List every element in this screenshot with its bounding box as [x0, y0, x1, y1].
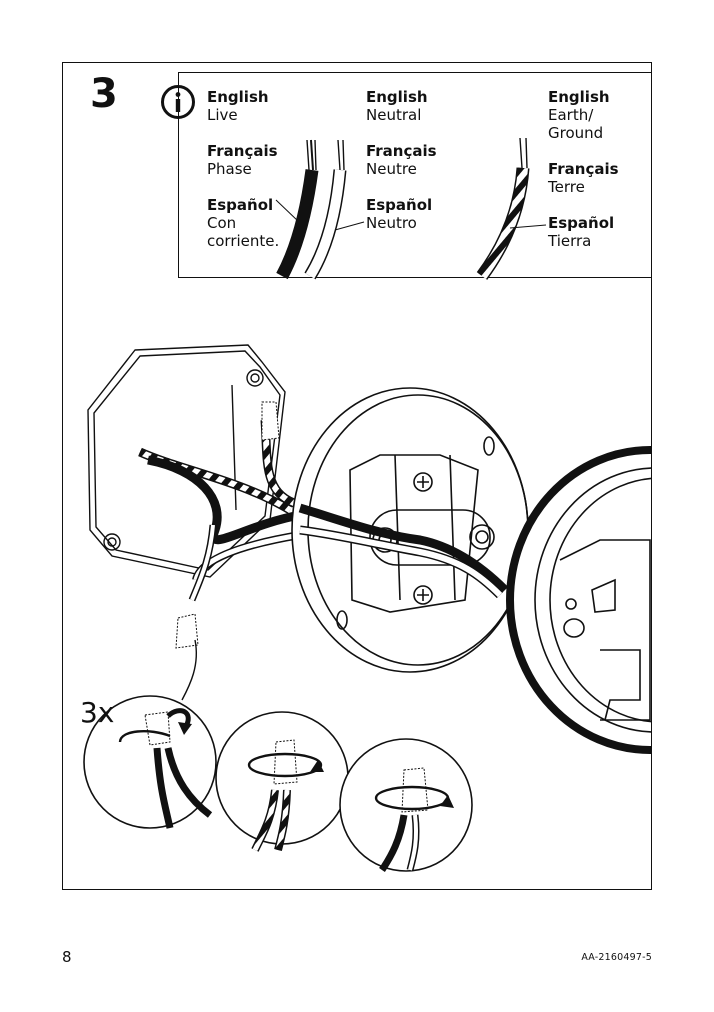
- ground-fr-term: Terre: [548, 178, 585, 196]
- neutral-es-lang: Español: [366, 196, 433, 214]
- live-en-term: Live: [207, 106, 238, 124]
- neutral-fr-lang: Français: [366, 142, 437, 160]
- ground-en-lang: English: [548, 88, 610, 106]
- document-id: AA-2160497-5: [581, 952, 652, 963]
- wire-color-legend: [178, 72, 652, 278]
- wire-nut-icon: [144, 711, 171, 746]
- legend-ground: English Earth/ Ground Français Terre Esp…: [548, 88, 619, 268]
- live-es-lang: Español: [207, 196, 274, 214]
- neutral-en-term: Neutral: [366, 106, 422, 124]
- ground-es-term: Tierra: [548, 232, 592, 250]
- live-es-term-1: Con: [207, 214, 237, 232]
- ground-es-lang: Español: [548, 214, 615, 232]
- neutral-fr-term: Neutre: [366, 160, 417, 178]
- ground-fr-lang: Français: [548, 160, 619, 178]
- detail-circle-2: [215, 711, 349, 852]
- legend-neutral: English Neutral Français Neutre Español …: [366, 88, 437, 250]
- quantity-label: 3x: [80, 696, 115, 729]
- ground-en-term-2: Ground: [548, 124, 604, 142]
- live-fr-term: Phase: [207, 160, 252, 178]
- neutral-es-term: Neutro: [366, 214, 417, 232]
- page-number: 8: [62, 948, 72, 966]
- detail-circle-1: [83, 695, 217, 829]
- live-es-term-2: corriente.: [207, 232, 280, 250]
- neutral-wire-sample: [304, 139, 365, 280]
- ground-en-term-1: Earth/: [548, 106, 594, 124]
- info-icon: [161, 85, 195, 119]
- detail-circle-3: [339, 738, 473, 872]
- live-fr-lang: Français: [207, 142, 278, 160]
- neutral-en-lang: English: [366, 88, 428, 106]
- mounting-plate: [291, 387, 529, 673]
- lamp-wires: [298, 503, 509, 599]
- legend-live: English Live Français Phase Español Con …: [207, 88, 279, 268]
- instruction-frame: [62, 62, 652, 890]
- live-en-lang: English: [207, 88, 269, 106]
- ground-wire-sample: [476, 137, 547, 280]
- live-wire-sample: [275, 139, 319, 280]
- step-number: 3: [90, 71, 118, 117]
- zoom-callout-line: [181, 639, 197, 701]
- supply-wires: [138, 401, 302, 649]
- lamp-body: [506, 446, 651, 754]
